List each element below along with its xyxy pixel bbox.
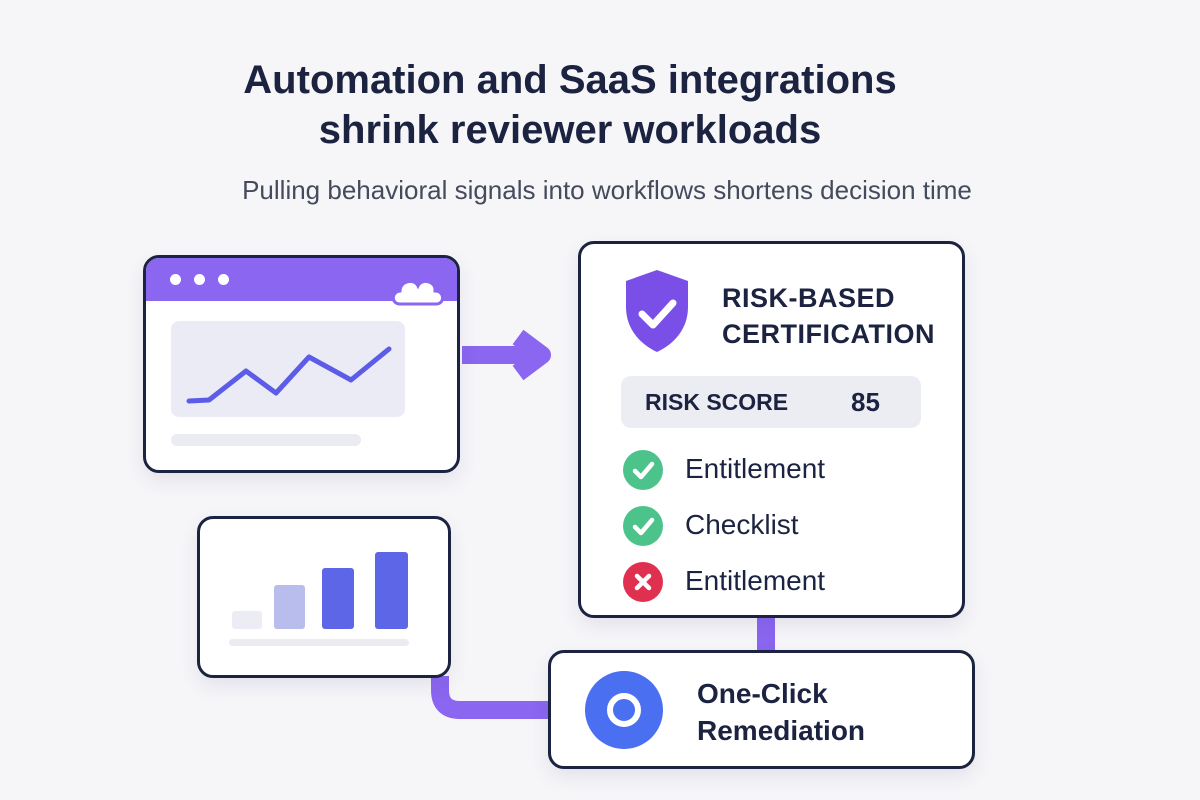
trend-line (186, 346, 392, 404)
window-dot (218, 274, 229, 285)
x-circle-icon (623, 562, 663, 602)
risk-score-value: 85 (851, 387, 880, 417)
bar (375, 552, 408, 629)
one-click-remediation-button[interactable]: One-Click Remediation (548, 650, 975, 769)
arrow-to-certification (462, 329, 551, 381)
connector-bars-to-remediation (431, 676, 552, 719)
risk-score-panel: RISK SCORE 85 (621, 376, 921, 428)
bar-chart-graphic (229, 552, 409, 646)
page-subtitle: Pulling behavioral signals into workflow… (242, 175, 972, 205)
risk-score-label: RISK SCORE (645, 389, 789, 415)
bar (322, 568, 354, 629)
remediation-label-line-2: Remediation (697, 715, 866, 746)
risk-certification-card: RISK-BASED CERTIFICATION RISK SCORE 85 E… (578, 241, 965, 618)
check-item-label: Entitlement (685, 565, 826, 596)
page-title: Automation and SaaS integrations shrink … (0, 55, 1140, 155)
check-circle-icon (623, 450, 663, 490)
app-window-card (143, 255, 460, 473)
certification-title-line-2: CERTIFICATION (722, 319, 935, 349)
shield-check-icon (626, 270, 688, 352)
bar (232, 611, 262, 629)
certification-title-line-1: RISK-BASED (722, 283, 896, 313)
activity-chart-panel (171, 321, 405, 417)
placeholder-text-line (171, 434, 361, 446)
title-line-2: shrink reviewer workloads (318, 108, 822, 152)
certification-title: RISK-BASED CERTIFICATION (722, 280, 935, 352)
window-dot (170, 274, 181, 285)
bar-axis-line (229, 639, 409, 646)
title-line-1: Automation and SaaS integrations (243, 58, 897, 102)
check-item-label: Checklist (685, 509, 799, 540)
cloud-icon (391, 279, 445, 306)
check-circle-icon (623, 506, 663, 546)
target-icon (585, 671, 663, 749)
window-dot (194, 274, 205, 285)
remediation-label-line-1: One-Click (697, 678, 828, 709)
remediation-label: One-Click Remediation (697, 675, 865, 749)
check-item-label: Entitlement (685, 453, 826, 484)
bar-chart-card (197, 516, 451, 678)
bar (274, 585, 305, 629)
